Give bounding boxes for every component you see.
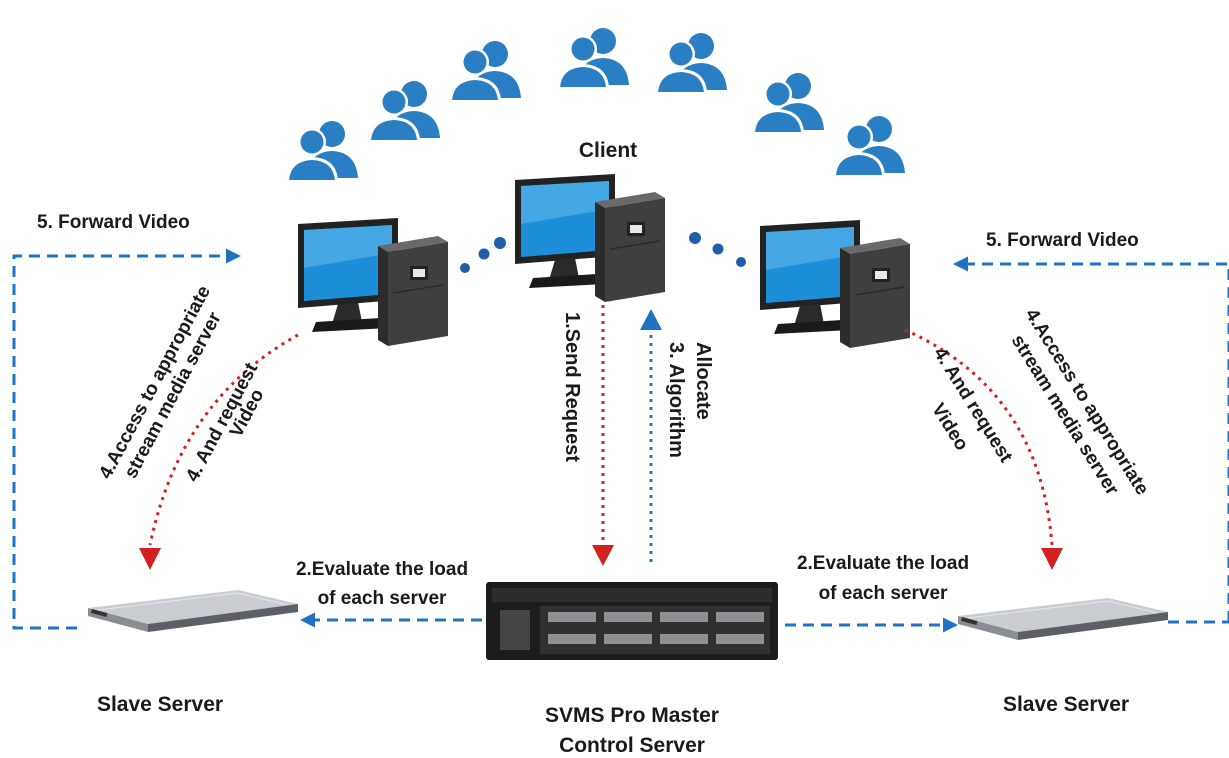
access-left-curve [148, 333, 299, 546]
link-dots-right [689, 232, 746, 267]
access-left-arrowhead [139, 548, 161, 570]
forward-video-left-label: 5. Forward Video [37, 212, 190, 233]
send-request-arrowhead [592, 545, 614, 566]
user-group-icon [557, 28, 629, 87]
algorithm-label: 3. Algorithm [665, 342, 687, 458]
link-dots-left [460, 237, 506, 273]
client-label: Client [579, 139, 637, 162]
rack-server-icon [957, 597, 1169, 641]
user-group-icon [449, 41, 521, 100]
desktop-computer-icon [759, 219, 911, 349]
send-request-label: 1.Send Request [561, 312, 583, 462]
evaluate-right-label-1: 2.Evaluate the load [797, 553, 969, 574]
forward-video-right-label: 5. Forward Video [986, 230, 1139, 251]
user-group-icon [368, 81, 440, 140]
user-group-icon [752, 73, 824, 132]
allocate-label: Allocate [692, 342, 714, 420]
evaluate-left-label-2: of each server [318, 588, 447, 609]
evaluate-left-label-1: 2.Evaluate the load [296, 559, 468, 580]
master-server-label-1: SVMS Pro Master [545, 704, 719, 727]
slave-server-right-label: Slave Server [1003, 693, 1129, 716]
evaluate-right-label-2: of each server [819, 583, 948, 604]
desktop-computer-icon [297, 217, 449, 347]
user-group-icon [286, 121, 358, 180]
slave-server-left-label: Slave Server [97, 693, 223, 716]
forward-video-left-arrow [12, 248, 241, 630]
user-group-icon [833, 116, 905, 175]
user-group-icon [655, 33, 727, 92]
rack-server-icon [87, 589, 299, 633]
rack-server-icon [486, 582, 778, 660]
master-server-label-2: Control Server [559, 734, 705, 757]
access-right-arrowhead [1041, 548, 1063, 570]
forward-video-right-arrow [953, 256, 1229, 622]
desktop-computer-icon [514, 173, 666, 303]
allocate-arrowhead [640, 309, 662, 330]
